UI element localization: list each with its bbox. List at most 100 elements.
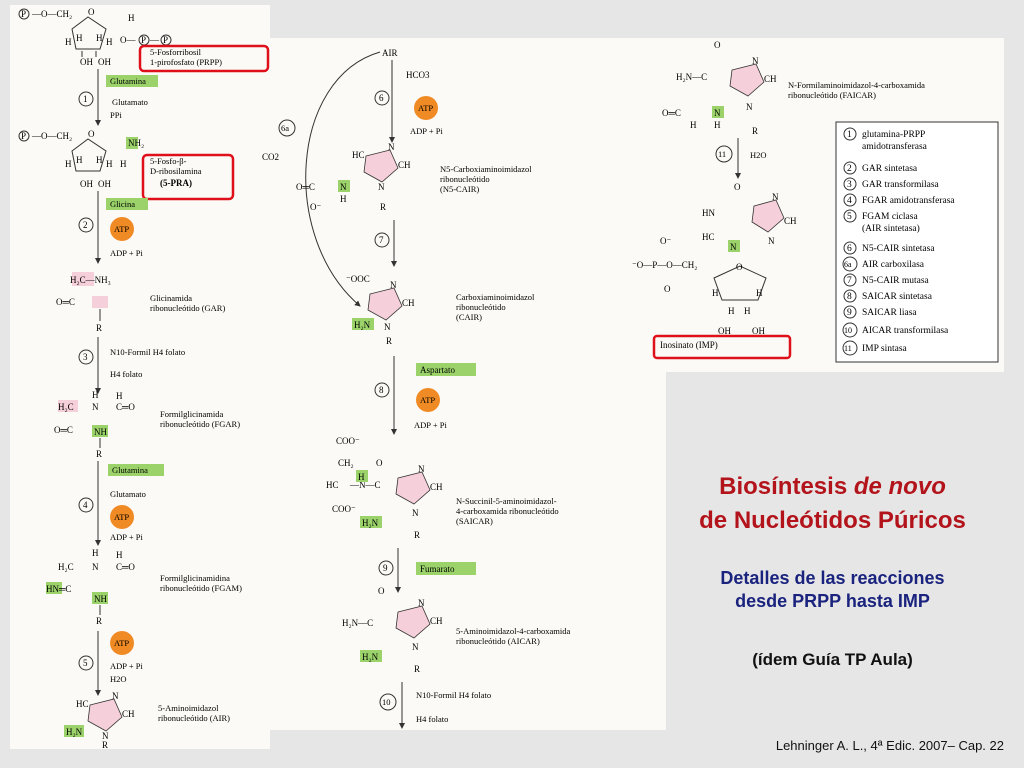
svg-text:6: 6	[847, 244, 852, 254]
gar-name-line1: Glicinamida	[150, 293, 192, 303]
note-text: (ídem Guía TP Aula)	[752, 650, 913, 669]
reagent-glutamato-1: Glutamato	[112, 97, 148, 107]
svg-text:R: R	[96, 323, 102, 333]
svg-text:—: —	[149, 35, 160, 45]
reagent-glutamato-4: Glutamato	[110, 489, 146, 499]
pra-name-line2: D-ribosilamina	[150, 166, 202, 176]
svg-text:SAICAR sintetasa: SAICAR sintetasa	[862, 292, 933, 302]
svg-text:IMP sintasa: IMP sintasa	[862, 344, 908, 354]
svg-text:H: H	[120, 159, 127, 169]
svg-text:C═O: C═O	[116, 402, 135, 412]
atp-circle-5	[110, 631, 134, 655]
svg-text:P: P	[21, 131, 26, 141]
pra-highlight-box	[141, 153, 235, 201]
svg-text:10: 10	[844, 326, 852, 335]
svg-text:CH: CH	[122, 709, 135, 719]
faicar-name-line1: N-Formilaminoimidazol-4-carboxamida	[788, 80, 925, 90]
enzyme-7: 7 N5-CAIR mutasa	[843, 273, 930, 287]
svg-text:R: R	[386, 336, 392, 346]
svg-text:HN: HN	[702, 208, 715, 218]
step-2-label: 2	[83, 220, 88, 230]
step-6a-badge	[278, 119, 296, 137]
saicar-name-line1: N-Succinil-5-aminoimidazol-	[456, 496, 557, 506]
svg-text:O: O	[88, 7, 95, 17]
gar-name-line2: ribonucleótido (GAR)	[150, 303, 225, 313]
aicar-name-line1: 5-Aminoimidazol-4-carboxamida	[456, 626, 570, 636]
adp-pi-2: ADP + Pi	[110, 248, 143, 258]
svg-text:H₂N: H₂N	[354, 320, 371, 330]
enzyme-6: 6 N5-CAIR sintetasa	[843, 241, 935, 255]
step-4-label: 4	[83, 500, 88, 510]
svg-text:N: N	[102, 731, 109, 741]
enzyme-legend	[835, 121, 999, 363]
svg-text:OH: OH	[98, 57, 111, 67]
svg-text:N: N	[390, 280, 397, 290]
svg-text:—O—CH₂: —O—CH₂	[31, 131, 72, 141]
title-italic-text: de novo	[853, 473, 946, 500]
svg-text:H: H	[690, 120, 697, 130]
svg-text:O: O	[664, 284, 671, 294]
svg-text:(AIR sintetasa): (AIR sintetasa)	[862, 223, 920, 234]
svg-text:O: O	[734, 182, 741, 192]
thf-3: H4 folato	[110, 369, 142, 379]
svg-text:5: 5	[847, 212, 852, 222]
svg-text:N: N	[384, 322, 391, 332]
svg-text:—O—CH₂: —O—CH₂	[31, 9, 72, 19]
faicar-name-line2: ribonucleótido (FAICAR)	[788, 90, 876, 100]
svg-text:HC: HC	[352, 150, 365, 160]
svg-text:O: O	[714, 40, 721, 50]
subtitle-line-1: Detalles de las reacciones	[720, 568, 945, 588]
svg-text:H: H	[96, 155, 103, 165]
citation: Lehninger A. L., 4ª Edic. 2007– Cap. 22	[775, 738, 1004, 753]
svg-text:C═O: C═O	[116, 562, 135, 572]
svg-text:OH: OH	[80, 57, 93, 67]
svg-text:NH₂: NH₂	[128, 138, 144, 148]
svg-text:H: H	[76, 155, 83, 165]
svg-text:SAICAR liasa: SAICAR liasa	[862, 308, 917, 318]
ncair-name-line3: (N5-CAIR)	[440, 184, 479, 194]
svg-text:4: 4	[847, 196, 852, 206]
air-name-line2: ribonucleótido (AIR)	[158, 713, 230, 723]
svg-text:COO⁻: COO⁻	[336, 436, 360, 446]
svg-text:7: 7	[847, 276, 852, 286]
svg-text:—N—C: —N—C	[349, 480, 381, 490]
svg-text:N: N	[714, 108, 721, 118]
svg-text:H: H	[106, 159, 113, 169]
atp-circle-2	[110, 217, 134, 241]
reagent-glutamina-4: Glutamina	[112, 465, 148, 475]
svg-text:N: N	[388, 142, 395, 152]
svg-text:H: H	[358, 472, 365, 482]
h2o-11: H2O	[750, 150, 767, 160]
svg-text:H₂C: H₂C	[58, 562, 74, 572]
svg-text:6a: 6a	[844, 260, 852, 269]
svg-text:H: H	[128, 13, 135, 23]
atp-label-5: ATP	[114, 638, 129, 648]
svg-text:⁻OOC: ⁻OOC	[346, 274, 370, 284]
svg-text:H: H	[65, 37, 72, 47]
svg-text:R: R	[380, 202, 386, 212]
svg-text:N: N	[340, 182, 347, 192]
step-3-label: 3	[83, 352, 88, 362]
svg-text:CH: CH	[398, 160, 411, 170]
enzyme-9: 9 SAICAR liasa	[843, 305, 917, 319]
atp-circle-8	[416, 388, 440, 412]
svg-text:H: H	[340, 194, 347, 204]
pra-tag: (5-PRA)	[160, 178, 192, 188]
svg-text:O: O	[378, 586, 385, 596]
enzyme-2: 2 GAR sintetasa	[843, 161, 918, 175]
saicar-name-line2: 4-carboxamida ribonucleótido	[456, 506, 559, 516]
step-7-badge	[374, 232, 390, 248]
enzyme-11: 11 IMP sintasa	[842, 340, 908, 356]
svg-text:O═C: O═C	[662, 108, 681, 118]
svg-text:H: H	[65, 159, 72, 169]
svg-text:N: N	[92, 402, 99, 412]
svg-text:1: 1	[847, 130, 852, 140]
reagent-ppi: PPi	[110, 110, 122, 120]
svg-text:H: H	[92, 548, 99, 558]
svg-text:NH: NH	[94, 594, 107, 604]
